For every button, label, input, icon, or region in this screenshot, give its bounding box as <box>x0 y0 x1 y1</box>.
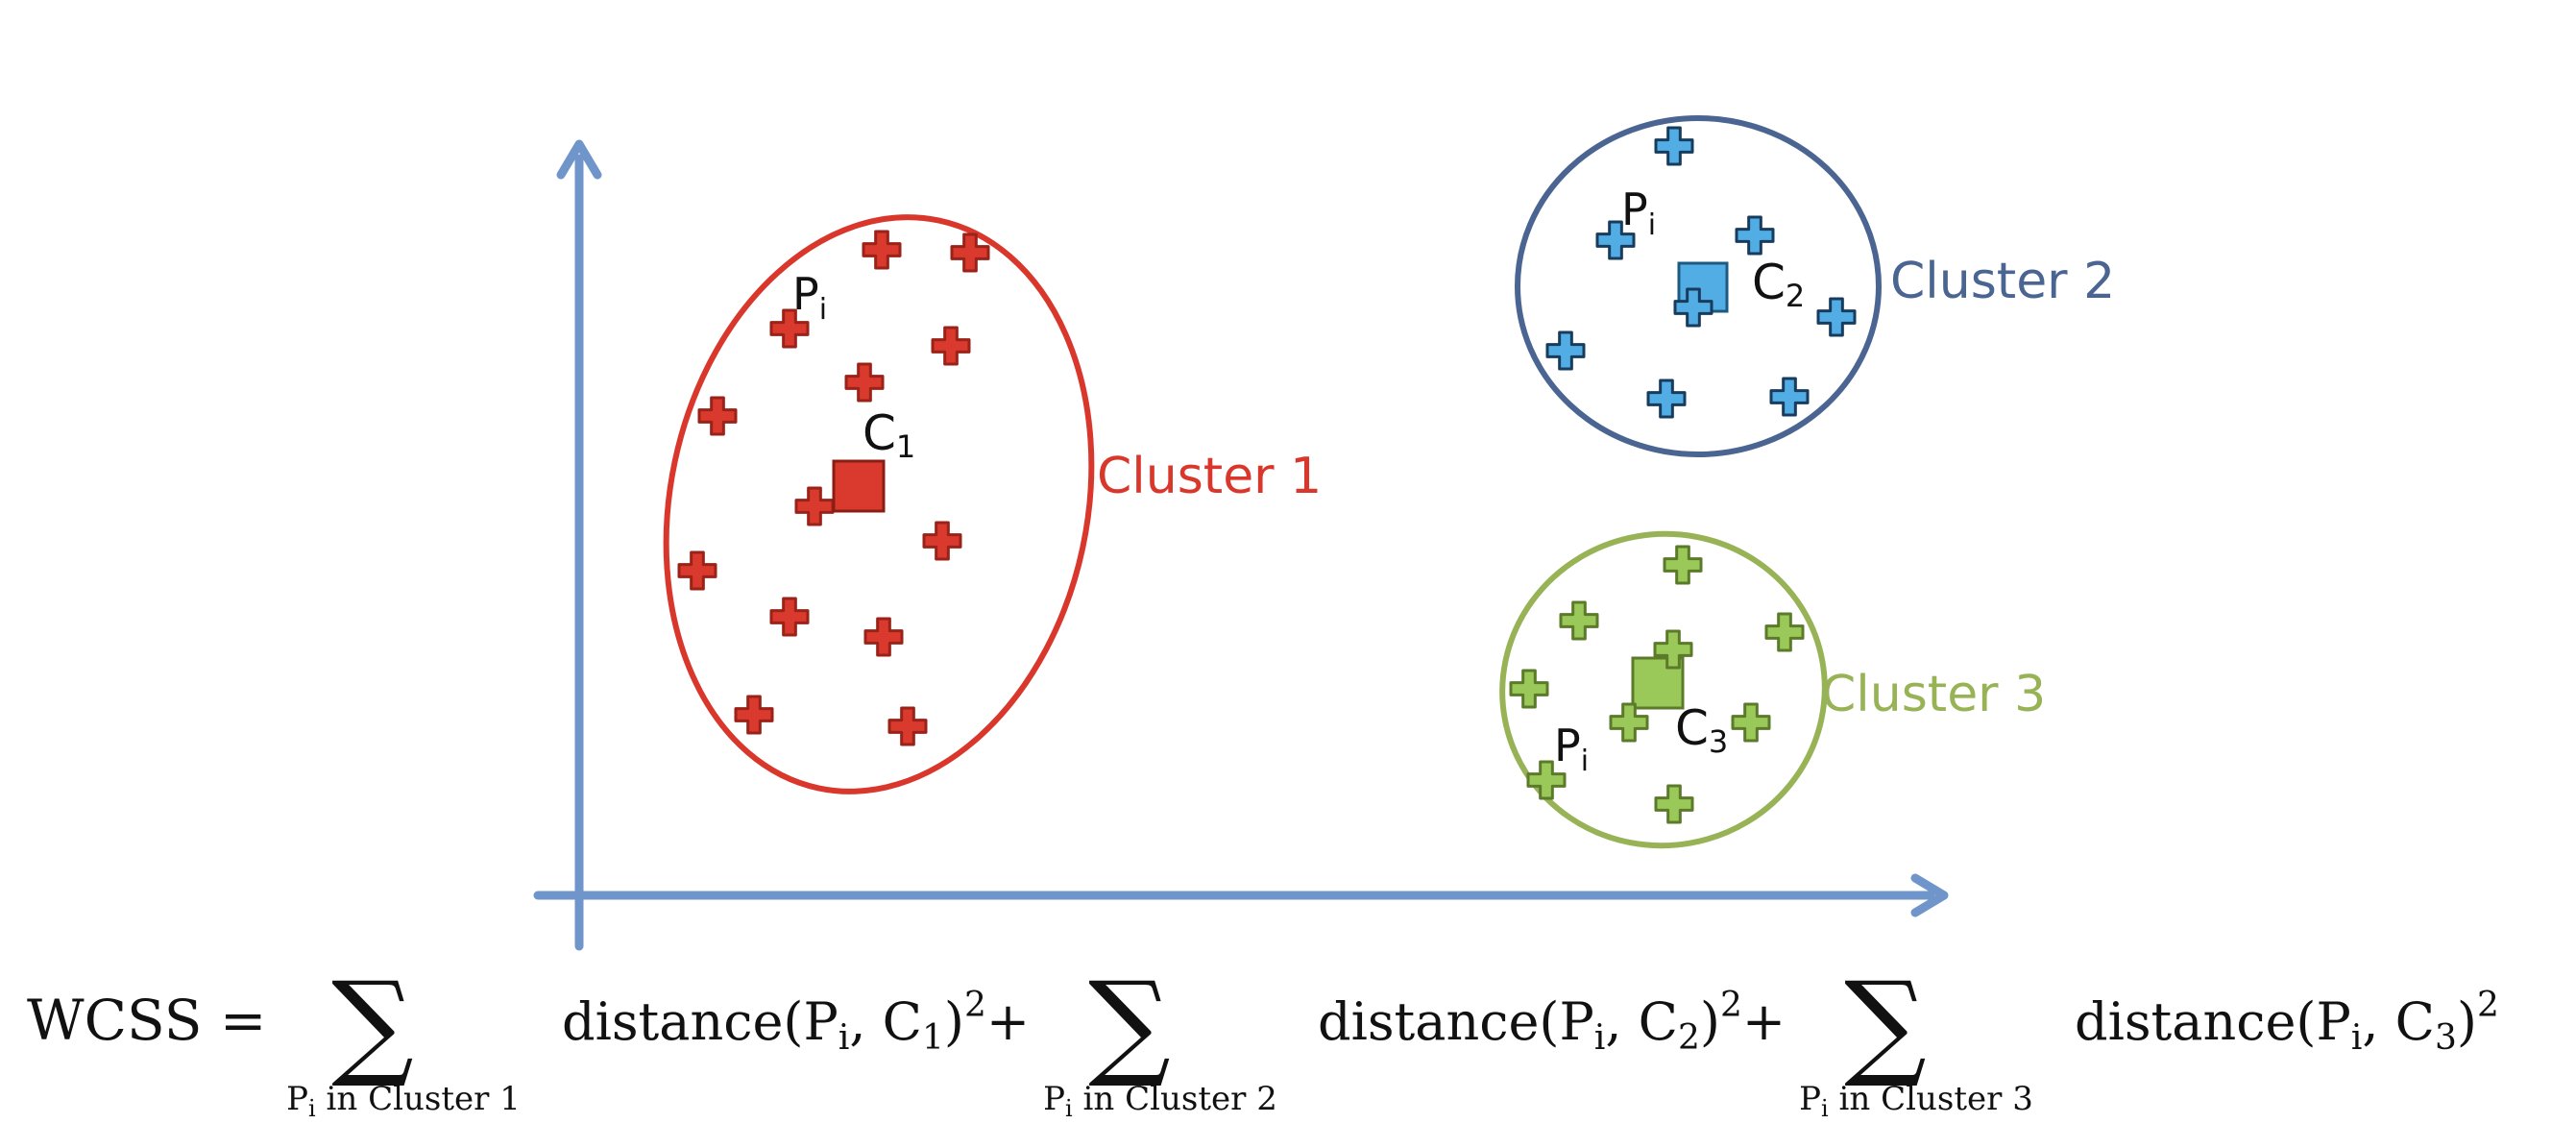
cluster-3-centroid-square-icon <box>1631 656 1685 710</box>
cluster-3-centroid-label: C3 <box>1675 700 1728 760</box>
distance-term-1: distance(Pi, C1)2+ <box>562 986 1030 1058</box>
distance-term-2: distance(Pi, C2)2+ <box>1318 986 1786 1058</box>
formula-lhs: WCSS = <box>27 988 266 1053</box>
cluster-1-point-label: Pi <box>792 268 827 327</box>
cluster-1-point-2-cross-icon <box>950 232 990 273</box>
cluster-2-points <box>1545 126 1857 419</box>
x-axis-arrowhead <box>1910 873 1949 917</box>
cluster-3-point-5-cross-icon <box>1509 669 1549 709</box>
cluster-3-point-3-cross-icon <box>1764 612 1805 652</box>
cluster-1-label: Cluster 1 <box>1097 448 1322 505</box>
cluster-2-point-2-cross-icon <box>1595 220 1636 260</box>
y-axis-arrowhead <box>556 139 602 180</box>
sum-symbol-3: ∑ <box>1844 958 1927 1091</box>
cluster-1-point-3-cross-icon <box>769 308 810 349</box>
cluster-1: Pi C1 Cluster 1 <box>663 214 1322 794</box>
cluster-2: Pi C2 Cluster 2 <box>1515 115 2115 457</box>
cluster-1-point-10-cross-icon <box>769 597 810 637</box>
cluster-3-point-1-cross-icon <box>1663 545 1703 585</box>
cluster-2-point-4-cross-icon <box>1673 287 1713 328</box>
cluster-1-points <box>677 230 990 746</box>
cluster-3-point-label: Pi <box>1554 720 1589 778</box>
cluster-1-point-1-cross-icon <box>862 230 902 270</box>
cluster-2-point-5-cross-icon <box>1816 297 1857 337</box>
cluster-1-point-4-cross-icon <box>931 326 971 366</box>
cluster-1-centroid-label: C1 <box>863 405 915 465</box>
cluster-1-point-11-cross-icon <box>863 617 904 657</box>
cluster-1-point-8-cross-icon <box>922 521 962 561</box>
cluster-2-point-6-cross-icon <box>1545 330 1586 371</box>
cluster-1-point-5-cross-icon <box>844 362 885 403</box>
cluster-3-boundary <box>1499 530 1828 849</box>
sum-index-2: Pi in Cluster 2 <box>1043 1080 1277 1122</box>
cluster-2-boundary <box>1515 115 1882 457</box>
cluster-3-points <box>1509 545 1805 824</box>
axes <box>533 139 1949 951</box>
cluster-1-boundary <box>663 214 1095 794</box>
sum-index-3: Pi in Cluster 3 <box>1799 1080 2033 1122</box>
cluster-1-centroid-square-icon <box>832 459 886 513</box>
cluster-2-point-1-cross-icon <box>1654 126 1694 166</box>
sum-symbol-1: ∑ <box>331 958 414 1091</box>
cluster-1-point-7-cross-icon <box>794 486 835 526</box>
cluster-3-point-2-cross-icon <box>1559 600 1599 641</box>
cluster-2-centroid-label: C2 <box>1752 255 1805 314</box>
cluster-2-point-7-cross-icon <box>1646 379 1687 419</box>
cluster-3-point-4-cross-icon <box>1653 629 1693 670</box>
cluster-3-point-9-cross-icon <box>1654 784 1694 824</box>
cluster-3: Pi C3 Cluster 3 <box>1499 530 2046 849</box>
cluster-2-point-8-cross-icon <box>1769 377 1810 417</box>
sum-symbol-2: ∑ <box>1088 958 1171 1091</box>
cluster-2-point-label: Pi <box>1621 183 1656 242</box>
cluster-1-point-6-cross-icon <box>697 396 738 436</box>
cluster-3-point-8-cross-icon <box>1526 760 1567 800</box>
cluster-2-point-3-cross-icon <box>1735 215 1775 256</box>
cluster-3-point-7-cross-icon <box>1731 702 1771 743</box>
cluster-3-point-6-cross-icon <box>1609 702 1649 743</box>
cluster-2-label: Cluster 2 <box>1890 253 2115 310</box>
cluster-1-point-9-cross-icon <box>677 550 717 591</box>
cluster-1-point-13-cross-icon <box>887 706 928 746</box>
cluster-3-label: Cluster 3 <box>1821 666 2046 723</box>
sum-index-1: Pi in Cluster 1 <box>286 1080 521 1122</box>
distance-term-3: distance(Pi, C3)2 <box>2075 986 2499 1058</box>
cluster-1-point-12-cross-icon <box>734 695 774 735</box>
wcss-formula: WCSS = ∑ Pi in Cluster 1 distance(Pi, C1… <box>27 958 2499 1122</box>
